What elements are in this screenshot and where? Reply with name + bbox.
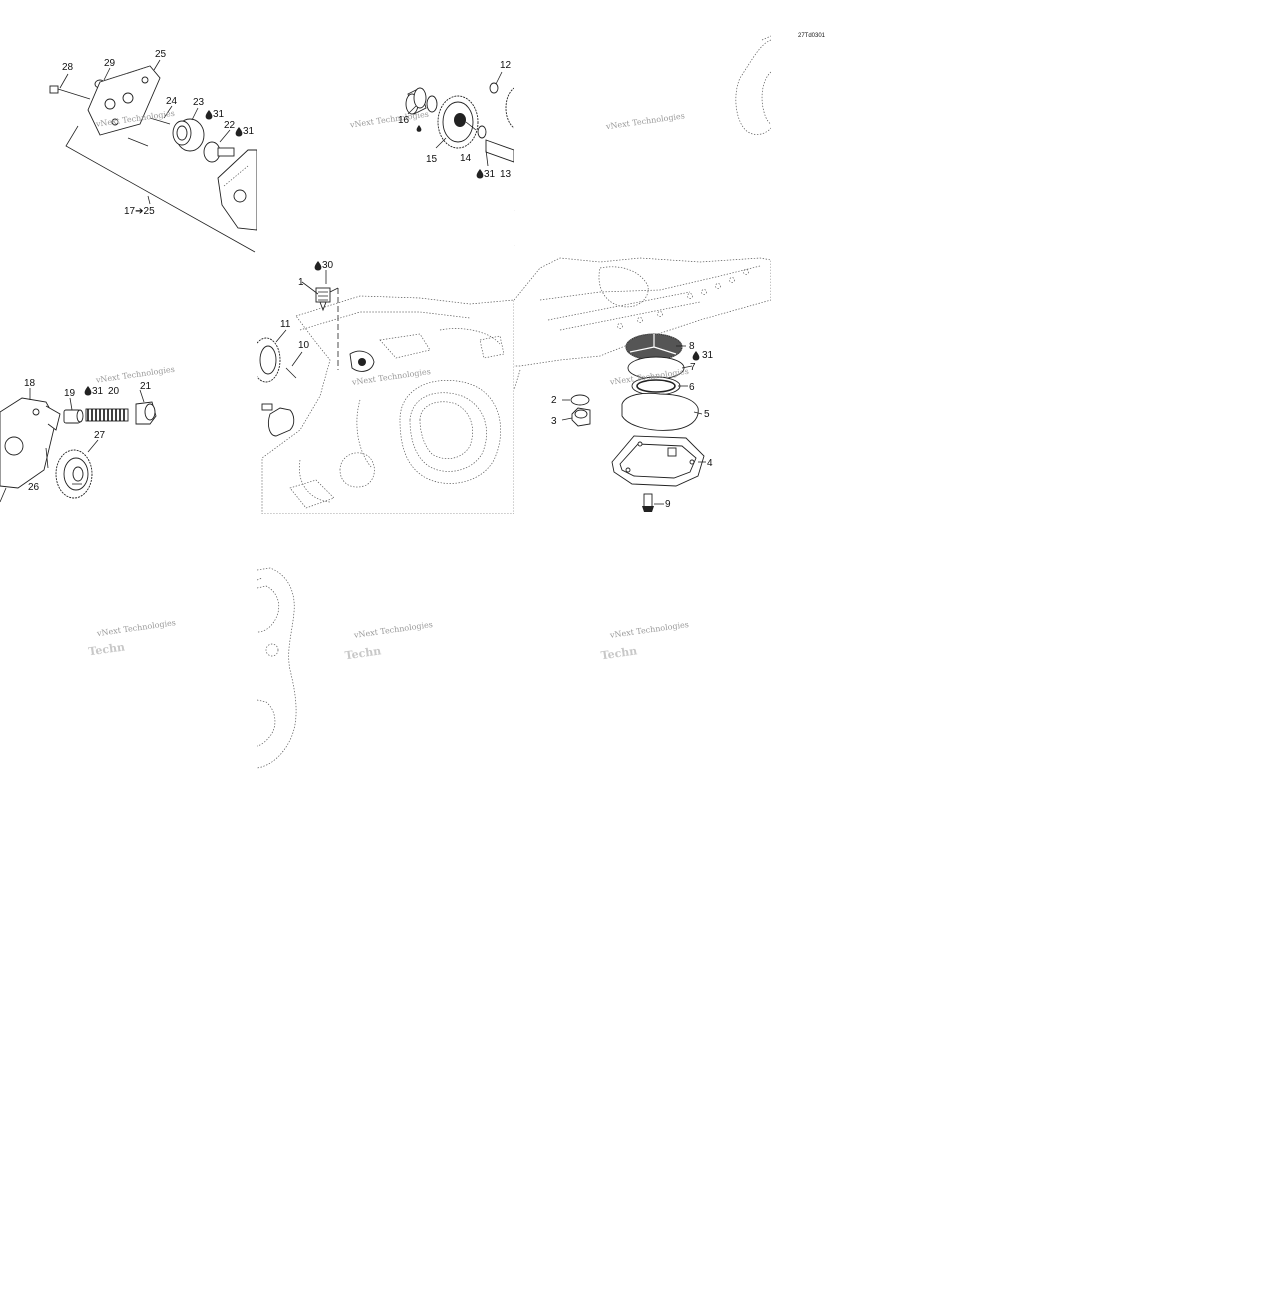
- watermark-text: vNext Technologies: [608, 620, 689, 640]
- callout-3: 3: [551, 416, 557, 427]
- crankcase-body: [261, 295, 514, 514]
- callout-21: 21: [140, 381, 152, 392]
- plug-part-21: [135, 401, 157, 425]
- strainer-screen-part-8: [625, 333, 683, 361]
- callout-7: 7: [690, 362, 696, 373]
- relief-housing-part-18: [0, 397, 61, 489]
- bolt-part-28: [49, 85, 91, 100]
- pin-part-24: [149, 117, 171, 125]
- lube-mark-31: 31: [92, 386, 104, 397]
- oil-drop-icon: [84, 386, 92, 396]
- bolt-part-9: [642, 493, 654, 512]
- outer-rotor-part-23: [172, 118, 205, 152]
- pump-cover-part-25: [87, 65, 161, 136]
- assembly-bracket: [65, 125, 256, 253]
- watermark-text: vNext Technologies: [94, 365, 175, 385]
- watermark-text: vNext Technologies: [95, 618, 176, 638]
- gear-part-15: [437, 95, 479, 149]
- callout-9: 9: [665, 499, 671, 510]
- watermark-text: vNext Technologies: [352, 620, 433, 640]
- callout-15: 15: [426, 154, 438, 165]
- tile-drive-gears: [405, 71, 514, 167]
- tile-oil-strainer: [514, 257, 771, 512]
- callout-16: 16: [398, 115, 410, 126]
- plunger-part-19: [63, 409, 84, 424]
- pin-part-26: [45, 447, 49, 469]
- callout-29: 29: [104, 58, 116, 69]
- callout-13: 13: [500, 169, 512, 180]
- washer-part-12: [489, 82, 499, 94]
- watermark-text-faded: Techn: [88, 640, 126, 658]
- lubricant-markers: [84, 110, 700, 396]
- gear-part-27: [55, 449, 93, 499]
- callout-20: 20: [108, 386, 120, 397]
- tile-crankcase-center: [257, 270, 514, 514]
- callout-14: 14: [460, 153, 472, 164]
- callout-24: 24: [166, 96, 178, 107]
- drawing-code: 27Td0301: [798, 33, 826, 39]
- pin-part-10: [285, 367, 297, 379]
- bearing-part-16: [405, 87, 427, 115]
- watermark-text-faded: Techn: [600, 644, 638, 662]
- drain-plug-part-3: [571, 407, 591, 427]
- oil-pressure-switch-part-1: [315, 287, 339, 370]
- watermark-text: vNext Technologies: [348, 110, 429, 130]
- lube-mark-30: 30: [322, 260, 334, 271]
- lube-mark-31: 31: [243, 126, 255, 137]
- callout-11: 11: [280, 319, 291, 330]
- spring-part-20: [85, 408, 129, 422]
- shaft-part-13: [485, 139, 514, 163]
- gasket-part-5: [621, 392, 699, 431]
- lube-mark-31: 31: [213, 109, 225, 120]
- oil-drop-icon: [416, 125, 422, 132]
- pump-housing-body: [217, 149, 257, 231]
- callout-22: 22: [224, 120, 236, 131]
- callout-labels: 28 29 25 24 23 31 22 31 17➔25 12 16 15 1…: [24, 33, 826, 510]
- tile-oil-pump-assembly: [49, 59, 257, 253]
- callout-17-25: 17➔25: [124, 206, 155, 217]
- oil-drop-icon: [692, 351, 700, 361]
- watermarks: vNext Technologies vNext Technologies vN…: [88, 109, 690, 663]
- callout-10: 10: [298, 340, 310, 351]
- tile-watermark-top: [514, 210, 515, 246]
- callout-19: 19: [64, 388, 76, 399]
- oil-drop-icon: [235, 127, 243, 137]
- gear-part-11: [257, 337, 281, 383]
- strainer-cover-part-4: [611, 435, 705, 487]
- callout-12: 12: [500, 60, 512, 71]
- callout-4: 4: [707, 458, 713, 469]
- oil-drop-icon: [314, 261, 322, 271]
- washer-part-14: [477, 125, 487, 139]
- crankcase-flange: [514, 257, 771, 391]
- callout-26: 26: [28, 482, 40, 493]
- tile-crankcase-lower: [257, 567, 297, 769]
- callout-2: 2: [551, 395, 557, 406]
- inner-rotor-part-22: [203, 141, 235, 163]
- callout-28: 28: [62, 62, 74, 73]
- callout-5: 5: [704, 409, 710, 420]
- callout-1: 1: [298, 277, 304, 288]
- oil-drop-icon: [476, 169, 484, 179]
- watermark-text: vNext Technologies: [604, 111, 685, 131]
- callout-27: 27: [94, 430, 106, 441]
- callout-8: 8: [689, 341, 695, 352]
- washer-part-2: [570, 394, 590, 406]
- callout-23: 23: [193, 97, 205, 108]
- callout-25: 25: [155, 49, 167, 60]
- watermark-text-faded: Techn: [344, 644, 382, 662]
- callout-18: 18: [24, 378, 36, 389]
- lube-mark-31: 31: [484, 169, 496, 180]
- callout-6: 6: [689, 382, 695, 393]
- oil-drop-icon: [205, 110, 213, 120]
- tile-crankcase-edge: [735, 35, 771, 135]
- lube-mark-31: 31: [702, 350, 714, 361]
- tile-pressure-relief: [0, 388, 157, 503]
